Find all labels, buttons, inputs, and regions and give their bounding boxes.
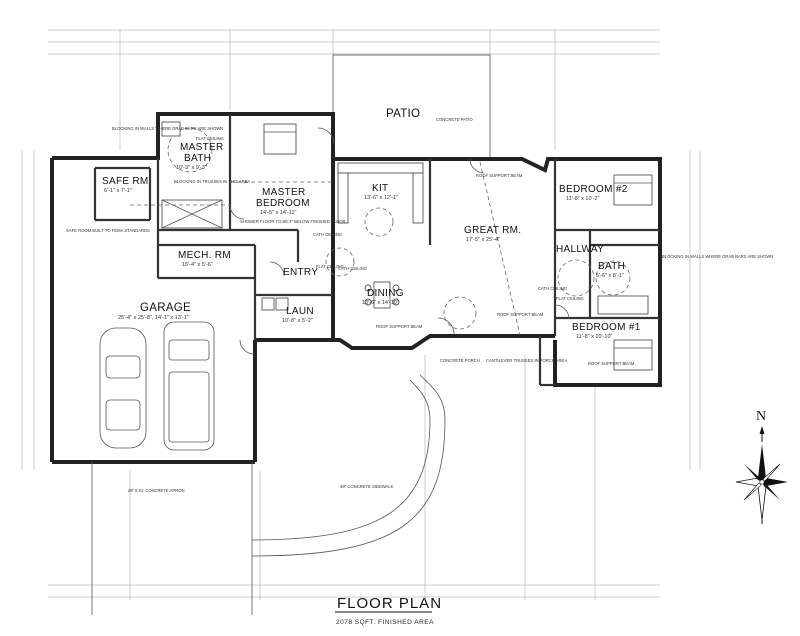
note-blocking-master: BLOCKING IN WALLS WHERE GRAB BARS ARE SH…: [112, 126, 223, 131]
room-label-patio: PATIO: [386, 108, 420, 120]
note-cath-ceiling-2: CATH CEILING: [338, 266, 367, 271]
room-size-safe-rm: 6'-1" x 7'-1": [104, 188, 132, 194]
room-label-bath: BATH: [598, 261, 625, 272]
room-label-great-rm: GREAT RM.: [464, 225, 521, 236]
room-label-mech-rm: MECH. RM: [178, 250, 231, 261]
room-label-laun: LAUN: [286, 306, 314, 317]
room-label-entry: ENTRY: [283, 267, 318, 278]
room-label-kit: KIT: [372, 183, 388, 194]
room-label-hallway: HALLWAY: [556, 244, 604, 255]
note-flat-ceiling-3: FLAT CEILING: [196, 136, 224, 141]
exterior-walls: [50, 112, 662, 464]
room-size-kit: 13'-6" x 12'-1": [364, 195, 398, 201]
fixtures: [130, 121, 653, 371]
drawing-subtitle: 2078 SQFT. FINISHED AREA: [336, 619, 434, 626]
note-safe-room: SAFE ROOM BUILT TO FEMA STANDARDS: [66, 228, 150, 233]
dimension-lines: [21, 29, 701, 600]
driveway: [91, 374, 446, 615]
interior-walls: [93, 114, 660, 387]
room-label-master-bath-2: BATH: [184, 153, 211, 164]
note-concrete-apron: 28' X 21' CONCRETE APRON: [128, 488, 185, 493]
note-blocking-bedroom: BLOCKING IN WALLS WHERE GRAB BARS ARE SH…: [662, 254, 773, 259]
room-label-garage: GARAGE: [140, 302, 191, 314]
car-left: [99, 327, 147, 449]
north-arrow-icon: [735, 426, 788, 524]
room-size-dining: 13'-6" x 14'-10": [362, 300, 399, 306]
room-size-garage: 25'-4" x 25'-8", 14'-1" x 13'-1": [118, 315, 189, 321]
room-size-bedroom-2: 11'-8" x 10'-2": [566, 196, 599, 202]
room-size-master-bedroom: 14'-5" x 14'-11": [260, 210, 297, 216]
note-concrete-porch: CONCRETE PORCH: [440, 358, 480, 363]
doors: [229, 127, 570, 355]
room-label-safe-rm: SAFE RM: [102, 176, 149, 187]
note-roof-beam-2: ROOF SUPPORT BEAM: [376, 324, 423, 329]
room-size-laun: 10'-8" x 5'-2": [282, 318, 313, 324]
room-label-bedroom-2: BEDROOM #2: [559, 184, 628, 195]
note-roof-beam-4: ROOF SUPPORT BEAM: [588, 361, 635, 366]
note-concrete-patio: CONCRETE PATIO: [436, 117, 473, 122]
note-cantilever: CANTILEVER TRUSSES IN PORCH AREA: [486, 358, 567, 363]
room-label-master-bedroom-1: MASTER: [262, 187, 305, 198]
note-flat-ceiling-1: FLAT CEILING: [316, 264, 344, 269]
car-right: [163, 321, 215, 451]
room-size-mech-rm: 15'-4" x 5'-6": [182, 262, 213, 268]
note-blocking-trusses: BLOCKING IN TRUSSES IN THIS AREA: [174, 179, 250, 184]
room-size-bedroom-1: 11'-8" x 10'-10": [576, 334, 613, 340]
note-roof-beam-1: ROOF SUPPORT BEAM: [476, 173, 523, 178]
room-label-master-bath-1: MASTER: [180, 142, 223, 153]
room-size-bath: 5'-6" x 8'-1": [596, 273, 624, 279]
room-label-dining: DINING: [367, 288, 404, 299]
note-roof-beam-3: ROOF SUPPORT BEAM: [497, 312, 544, 317]
room-label-master-bedroom-2: BEDROOM: [256, 198, 310, 209]
note-shower-floor: SHOWER FLOOR TO BE 3" BELOW FINISHED FLO…: [240, 219, 346, 224]
drawing-title: FLOOR PLAN: [337, 595, 442, 612]
patio-slab: [332, 54, 491, 160]
north-label: N: [756, 409, 766, 424]
room-size-master-bath: 10'-3" x 9'-3": [176, 165, 207, 171]
note-flat-ceiling-2: FLAT CEILING: [556, 296, 584, 301]
note-sidewalk: 48" CONCRETE SIDEWALK: [340, 484, 394, 489]
note-cath-ceiling-1: CATH CEILING: [313, 232, 342, 237]
room-label-bedroom-1: BEDROOM #1: [572, 322, 641, 333]
room-size-great-rm: 17'-5" x 25'-4": [466, 237, 500, 243]
note-cath-ceiling-3: CATH CEILING: [538, 286, 567, 291]
